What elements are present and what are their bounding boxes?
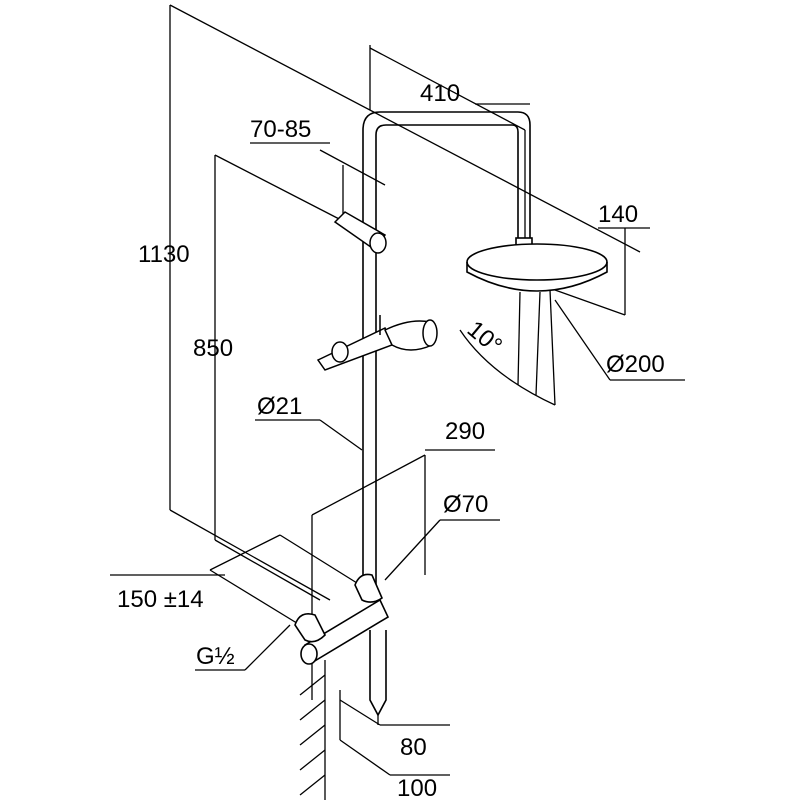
label-80: 80 bbox=[400, 734, 427, 761]
wall-holder bbox=[333, 211, 387, 254]
label-850: 850 bbox=[193, 335, 234, 362]
label-diameter-70: Ø70 bbox=[443, 491, 489, 518]
label-100: 100 bbox=[397, 775, 438, 802]
label-diameter-21: Ø21 bbox=[257, 393, 303, 420]
label-g-half: G½ bbox=[196, 643, 235, 670]
label-290: 290 bbox=[445, 418, 486, 445]
dimension-diameter-21 bbox=[255, 419, 363, 451]
label-1130: 1130 bbox=[138, 241, 190, 268]
label-70-85: 70-85 bbox=[250, 116, 312, 143]
dimension-410 bbox=[369, 45, 530, 240]
thermostat-mixer bbox=[294, 573, 390, 717]
dimension-850 bbox=[214, 154, 346, 601]
dimension-150 bbox=[110, 534, 366, 626]
label-140: 140 bbox=[598, 201, 639, 228]
label-410: 410 bbox=[420, 80, 461, 107]
dimension-1130 bbox=[169, 4, 641, 601]
hand-shower bbox=[316, 315, 438, 371]
dimension-70-85 bbox=[250, 142, 386, 222]
dimension-tilt bbox=[459, 289, 556, 406]
dimension-290 bbox=[311, 449, 495, 700]
dimension-diameter-70 bbox=[384, 519, 500, 581]
dimension-g-half bbox=[195, 624, 291, 671]
label-diameter-200: Ø200 bbox=[606, 351, 665, 378]
dimension-80-100 bbox=[339, 660, 450, 776]
shower-head bbox=[466, 237, 608, 292]
label-150: 150 ±14 bbox=[117, 586, 204, 613]
riser-pipe bbox=[362, 111, 531, 590]
dimension-140 bbox=[554, 227, 650, 316]
dimension-diameter-200 bbox=[554, 299, 685, 381]
wall-hatching bbox=[299, 660, 326, 800]
